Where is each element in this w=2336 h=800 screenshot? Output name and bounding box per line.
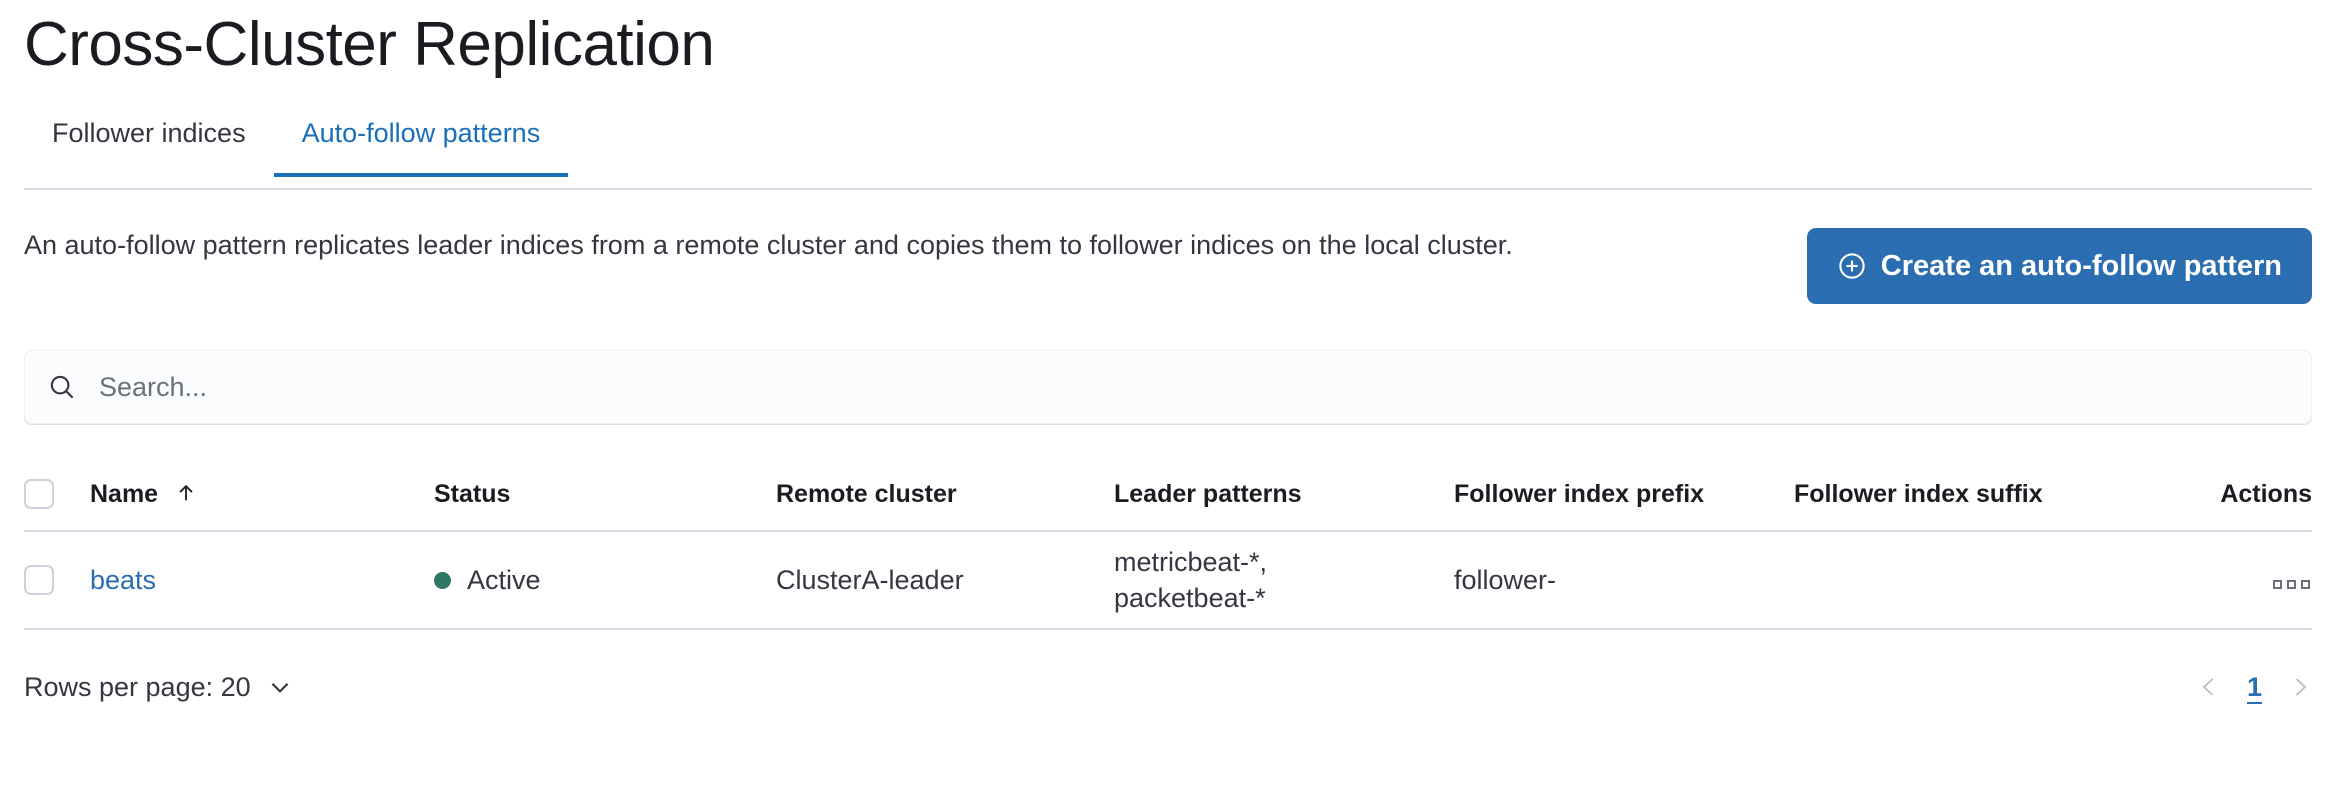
- column-header-follower-index-suffix[interactable]: Follower index suffix: [1794, 458, 2204, 532]
- cell-name: beats: [90, 531, 434, 630]
- status-label: Active: [467, 564, 541, 595]
- table-body: beats Active ClusterA-leader metricbeat-…: [24, 531, 2312, 630]
- create-auto-follow-pattern-button[interactable]: Create an auto-follow pattern: [1806, 228, 2312, 304]
- create-button-label: Create an auto-follow pattern: [1880, 249, 2282, 282]
- column-header-follower-index-prefix[interactable]: Follower index prefix: [1454, 458, 1794, 532]
- arrow-up-icon: [179, 484, 193, 500]
- rows-per-page-label: Rows per page: 20: [24, 671, 251, 702]
- page-title: Cross-Cluster Replication: [24, 10, 715, 79]
- column-header-remote-cluster[interactable]: Remote cluster: [776, 458, 1114, 532]
- ellipsis-horizontal-icon[interactable]: [2273, 579, 2312, 589]
- column-header-leader-patterns[interactable]: Leader patterns: [1114, 458, 1454, 532]
- row-select-cell: [24, 531, 90, 630]
- tab-bar: Follower indices Auto-follow patterns: [24, 114, 2312, 190]
- pattern-name-link[interactable]: beats: [90, 564, 157, 595]
- search-input[interactable]: [99, 371, 2289, 403]
- status-dot-icon: [434, 571, 451, 589]
- plus-in-circle-icon: [1839, 253, 1865, 279]
- column-header-name-label: Name: [90, 479, 159, 508]
- tab-bar-divider: [24, 188, 2312, 190]
- status-badge: Active: [434, 562, 776, 598]
- select-all-checkbox[interactable]: [24, 479, 54, 509]
- table-row: beats Active ClusterA-leader metricbeat-…: [24, 531, 2312, 630]
- chevron-down-icon: [271, 682, 288, 693]
- dot-1: [2273, 579, 2282, 589]
- row-checkbox[interactable]: [24, 565, 54, 595]
- table-header: Name Status Remote cluster Leader patter…: [24, 458, 2312, 532]
- dot-3: [2301, 579, 2310, 589]
- tab-auto-follow-patterns[interactable]: Auto-follow patterns: [273, 114, 569, 177]
- rows-per-page-selector[interactable]: Rows per page: 20: [24, 672, 293, 703]
- pagination: 1: [2197, 671, 2312, 702]
- table-footer: Rows per page: 20 1: [24, 660, 2312, 714]
- chevron-left-icon[interactable]: [2197, 674, 2221, 700]
- cell-follower-index-prefix: follower-: [1454, 531, 1794, 630]
- page-number-1[interactable]: 1: [2246, 671, 2262, 702]
- intro-row: An auto-follow pattern replicates leader…: [24, 226, 2312, 304]
- intro-description: An auto-follow pattern replicates leader…: [24, 230, 1513, 260]
- table-header-row: Name Status Remote cluster Leader patter…: [24, 458, 2312, 532]
- cell-leader-patterns: metricbeat-*, packetbeat-*: [1114, 531, 1454, 630]
- column-header-name[interactable]: Name: [90, 458, 434, 532]
- column-header-actions: Actions: [2204, 458, 2312, 532]
- cell-status: Active: [434, 531, 776, 630]
- column-header-status[interactable]: Status: [434, 458, 776, 532]
- chevron-right-icon[interactable]: [2288, 674, 2312, 700]
- cell-follower-index-suffix: [1794, 531, 2204, 630]
- search-bar[interactable]: [24, 350, 2312, 424]
- dot-2: [2287, 579, 2296, 589]
- tab-follower-indices[interactable]: Follower indices: [24, 114, 274, 177]
- cell-actions: [2204, 531, 2312, 630]
- select-all-header: [24, 458, 90, 532]
- search-icon: [50, 375, 74, 399]
- cell-remote-cluster: ClusterA-leader: [776, 531, 1114, 630]
- auto-follow-patterns-table: Name Status Remote cluster Leader patter…: [24, 458, 2312, 630]
